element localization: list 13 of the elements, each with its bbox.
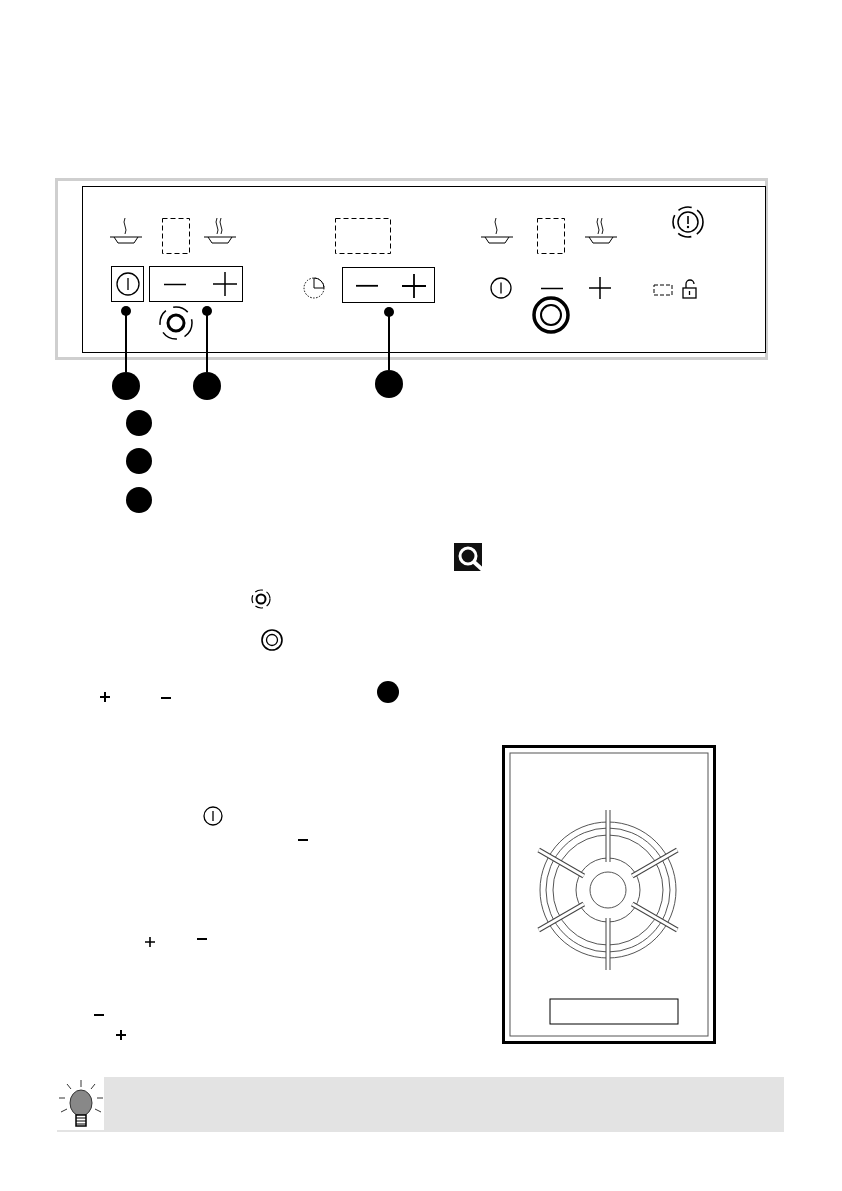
leader-line [121, 306, 131, 373]
callout-marker [375, 370, 403, 398]
control-button [342, 267, 435, 303]
callout-marker [126, 448, 152, 474]
callout-marker [126, 410, 152, 436]
callout-marker [377, 681, 399, 703]
control-button [149, 266, 243, 302]
callout-marker [193, 372, 221, 400]
leader-line [384, 307, 394, 371]
callout-marker [126, 487, 152, 513]
leader-line [202, 306, 212, 373]
callout-marker [112, 372, 140, 400]
control-button [111, 266, 144, 302]
